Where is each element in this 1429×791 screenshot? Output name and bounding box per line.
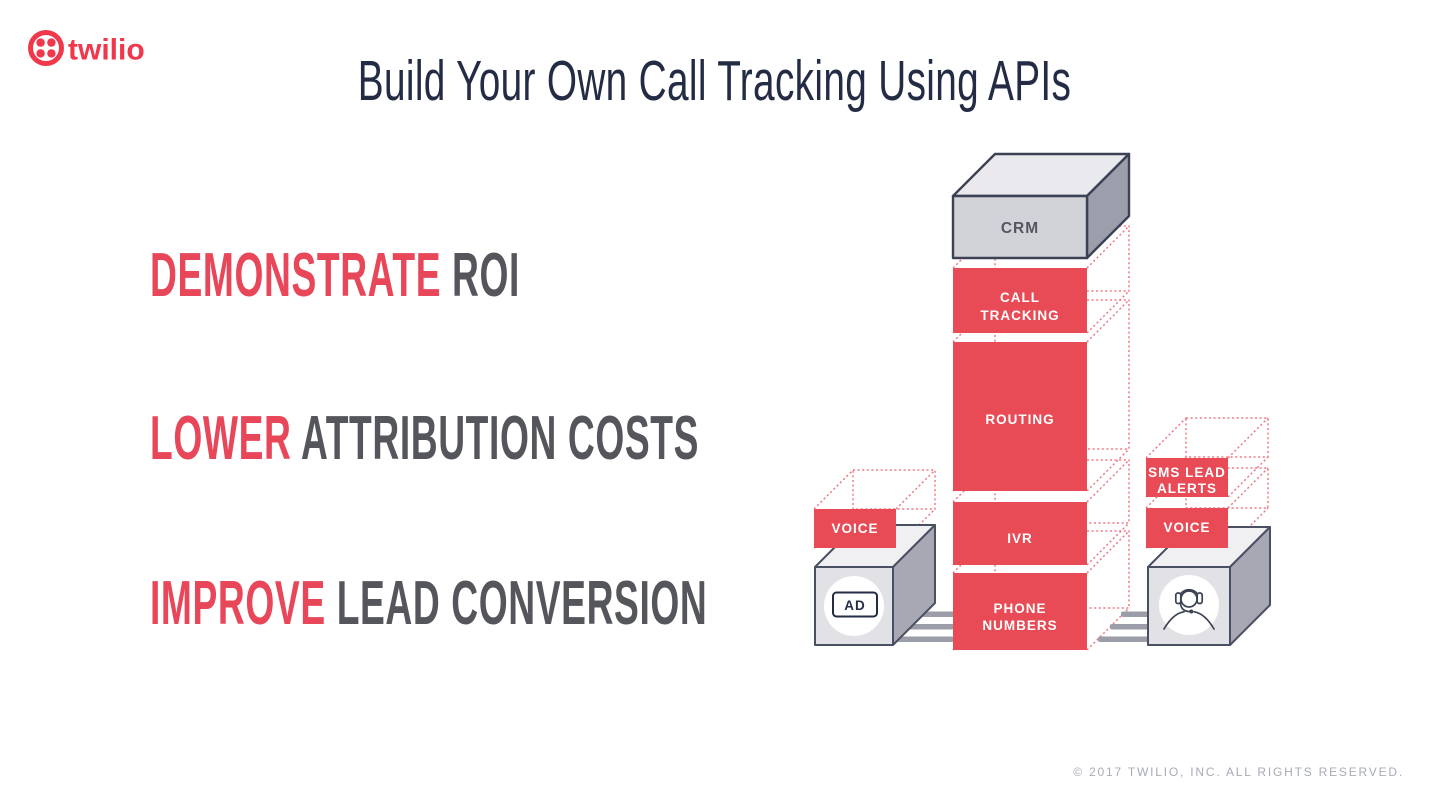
sms-lead-alerts-label-line1: SMS LEAD: [1148, 465, 1226, 480]
sms-lead-alerts-label-line2: ALERTS: [1157, 481, 1217, 496]
copyright-text: © 2017 TWILIO, INC. ALL RIGHTS RESERVED.: [1073, 765, 1404, 779]
phone-numbers-label-line1: PHONE: [993, 601, 1046, 616]
routing-label: ROUTING: [985, 412, 1054, 427]
call-tracking-box: CALL TRACKING: [953, 268, 1087, 333]
voice-left-label: VOICE: [831, 521, 878, 536]
ivr-box: IVR: [953, 502, 1087, 565]
twilio-logo-mark: [28, 30, 64, 66]
benefit-rest: ATTRIBUTION COSTS: [291, 404, 700, 473]
page-title: Build Your Own Call Tracking Using APIs: [357, 49, 1072, 113]
benefit-rest: ROI: [441, 241, 520, 310]
voice-right-label: VOICE: [1163, 520, 1210, 535]
routing-box: ROUTING: [953, 342, 1087, 491]
call-tracking-label-line1: CALL: [1000, 290, 1040, 305]
cables-right: [1098, 611, 1149, 642]
benefit-highlight: IMPROVE: [150, 569, 326, 638]
ivr-label: IVR: [1007, 531, 1033, 546]
call-agent-icon: [1163, 588, 1215, 630]
benefit-rest: LEAD CONVERSION: [325, 569, 708, 638]
crm-label: CRM: [1001, 220, 1039, 237]
call-tracking-label-line2: TRACKING: [980, 308, 1059, 323]
wireframe-voice-left: [813, 469, 936, 549]
call-tracking-architecture-diagram: CRM AD CALL TRACKING: [813, 152, 1271, 651]
benefit-item-improve-lead-conversion: IMPROVE LEAD CONVERSION: [150, 573, 707, 635]
ad-icon: AD: [832, 591, 878, 618]
phone-numbers-box: PHONE NUMBERS: [953, 573, 1087, 650]
voice-left-box: VOICE: [814, 509, 896, 548]
sms-lead-alerts-box: SMS LEAD ALERTS: [1146, 458, 1228, 497]
crm-box: CRM: [951, 152, 1131, 260]
twilio-logo-text: twilio: [68, 34, 145, 67]
benefit-item-lower-attribution-costs: LOWER ATTRIBUTION COSTS: [150, 408, 699, 470]
ad-label: AD: [844, 598, 866, 613]
phone-numbers-label-line2: NUMBERS: [982, 618, 1057, 633]
benefit-highlight: LOWER: [150, 404, 292, 473]
voice-right-box: VOICE: [1146, 508, 1228, 548]
benefit-highlight: DEMONSTRATE: [150, 241, 442, 310]
benefit-item-demonstrate-roi: DEMONSTRATE ROI: [150, 245, 520, 307]
twilio-logo-icon: twilio: [28, 30, 145, 67]
